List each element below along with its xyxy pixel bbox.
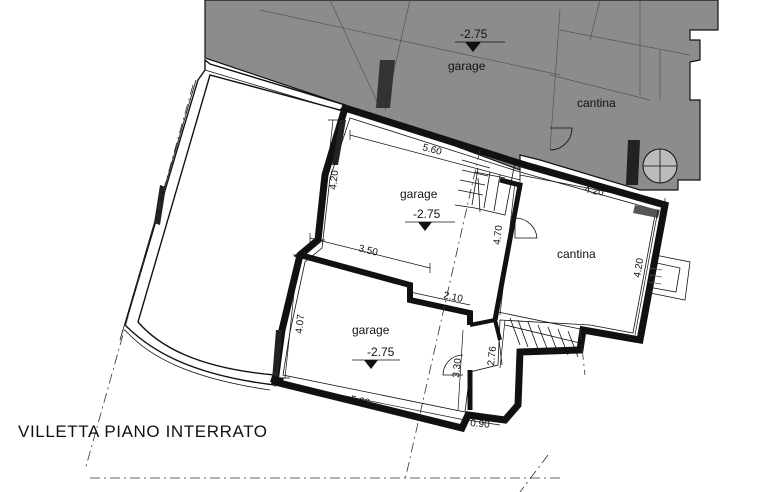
dim-garage-1-width: 5.60: [421, 142, 443, 158]
upper-garage-level: -2.75: [460, 27, 488, 41]
dim-stair-2: 2.76: [486, 345, 499, 366]
dim-garage-2-depth: 4.07: [294, 313, 307, 334]
dim-garage-2-width: 5.60: [349, 394, 371, 409]
dim-garage-1-partial: 3.50: [357, 243, 379, 258]
axis-line-1: [404, 149, 481, 481]
dim-cantina-depth: 4.20: [632, 257, 646, 279]
cantina-label: cantina: [557, 247, 596, 261]
upper-building: [204, 0, 719, 191]
dim-cantina-width: 4.20: [583, 184, 605, 199]
dim-stair-depth: 4.70: [492, 224, 505, 245]
dim-garage-2-side: 3.30: [451, 357, 464, 378]
stairs-lower: [496, 311, 586, 376]
garage-2-label: garage: [352, 323, 390, 337]
dim-step: 0.90: [470, 418, 491, 431]
driveway: [84, 58, 347, 471]
garage-2-level-marker: [364, 360, 378, 369]
garage-1-level: -2.75: [413, 207, 441, 221]
dim-passage: 2.10: [442, 290, 464, 305]
upper-cantina-label: cantina: [577, 96, 616, 110]
garage-1-label: garage: [400, 187, 438, 201]
upper-garage-label: garage: [448, 59, 486, 73]
garage-2-level: -2.75: [367, 345, 395, 359]
door-cantina: [514, 217, 538, 239]
axis-line-3: [519, 454, 549, 492]
garage-1-level-marker: [418, 222, 432, 231]
door-garage2: [442, 354, 464, 376]
dimension-lines: [274, 119, 666, 426]
dim-garage-1-depth: 4.20: [328, 169, 341, 190]
plan-title: VILLETTA PIANO INTERRATO: [18, 422, 268, 441]
